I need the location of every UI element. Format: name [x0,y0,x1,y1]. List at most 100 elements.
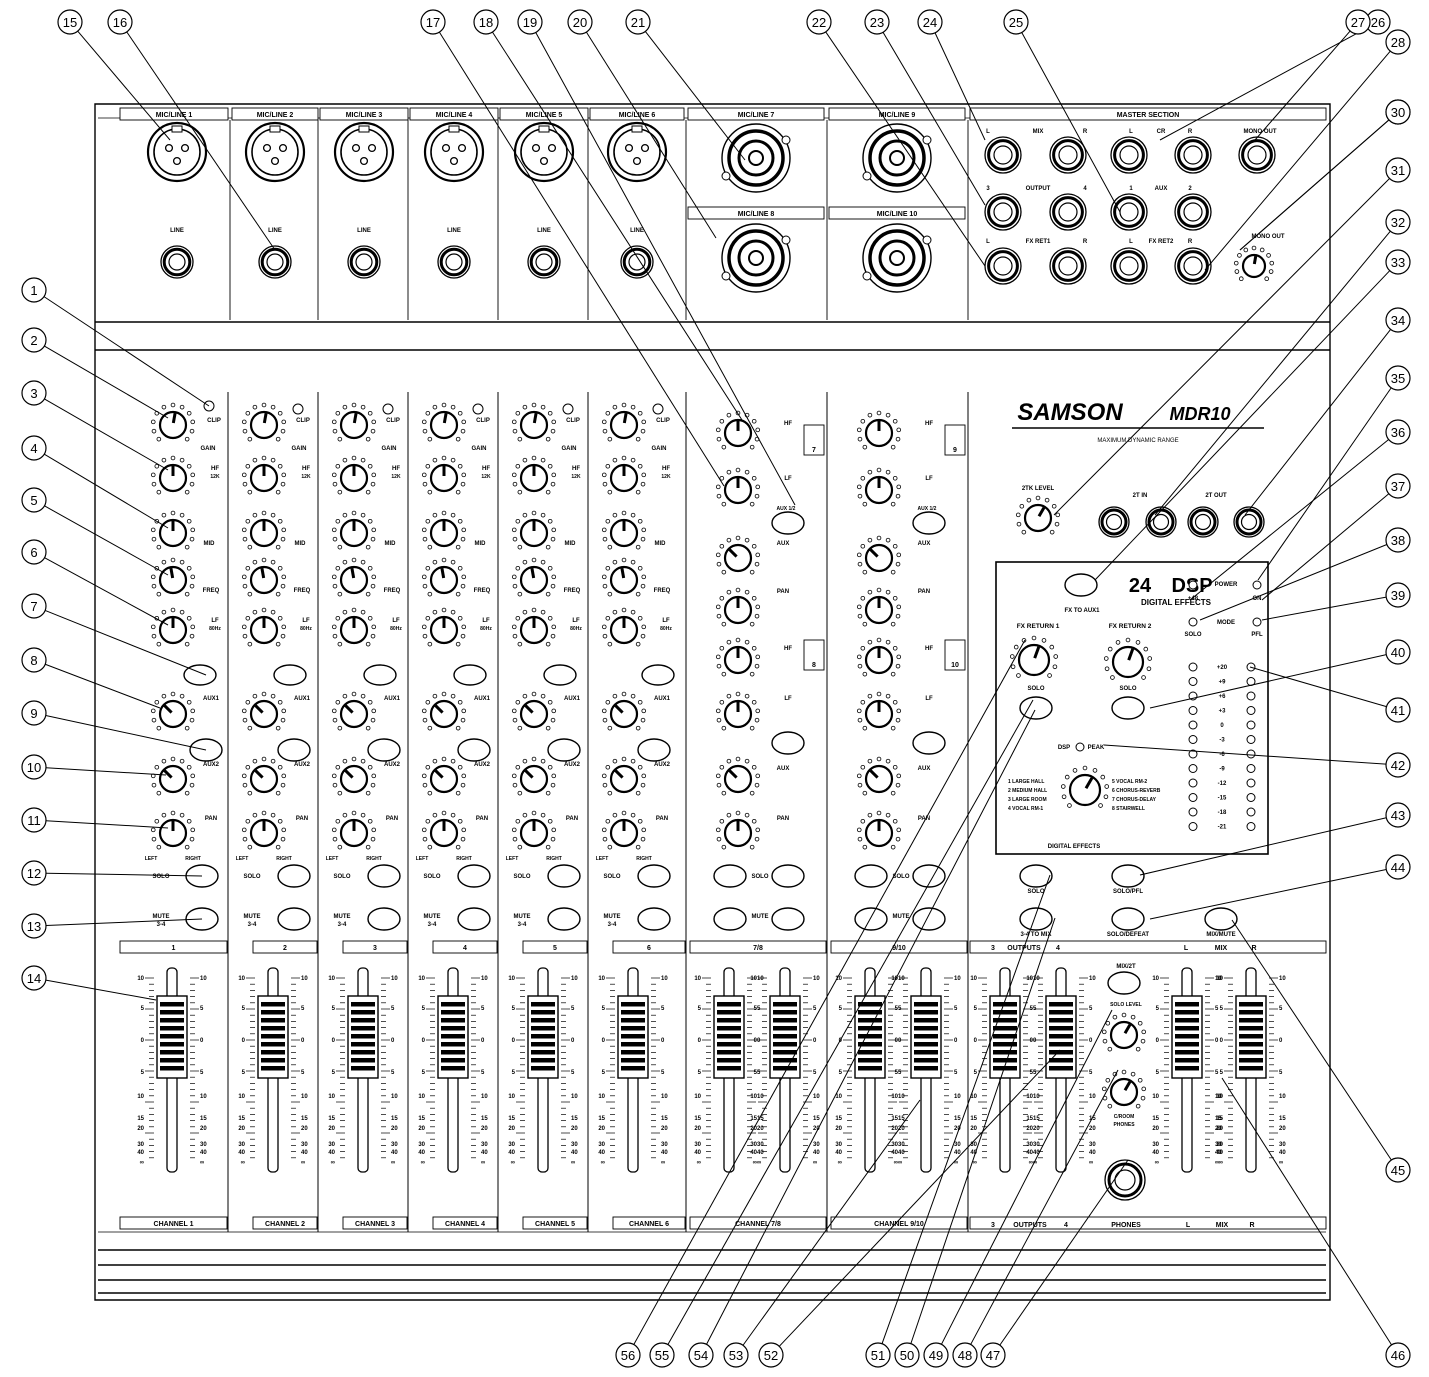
mid-eq-knob[interactable] [331,510,377,550]
hf-eq-knob[interactable] [150,455,196,495]
croom-phones-knob[interactable] [1101,1069,1147,1109]
control-room-l-jack[interactable] [1110,136,1148,174]
aux2-knob[interactable] [511,756,557,796]
aux1-knob[interactable] [331,691,377,731]
pan-knob[interactable] [421,810,467,850]
aux2-knob[interactable] [150,756,196,796]
hf-eq-knob-b[interactable] [856,637,902,677]
level-2tk-knob[interactable] [1015,495,1061,535]
aux12-button-b[interactable] [912,731,946,755]
mid-freq-knob[interactable] [511,557,557,597]
2t-out-r-jack[interactable] [1233,506,1265,538]
hf-eq-knob[interactable] [331,455,377,495]
3-4-to-mix-button[interactable] [1019,907,1053,931]
line-input-1[interactable] [160,245,194,279]
fx-return1-l-jack[interactable] [984,247,1022,285]
solo-button-b[interactable] [771,864,805,888]
mid-eq-knob[interactable] [241,510,287,550]
solo-button[interactable] [637,864,671,888]
mix-mute-button[interactable] [1204,907,1238,931]
combo-input-top-0[interactable] [721,123,791,193]
mix-2t-button[interactable] [1107,971,1141,995]
lf-eq-knob[interactable] [241,607,287,647]
eq-button[interactable] [363,664,397,686]
mid-freq-knob[interactable] [241,557,287,597]
aux1-knob[interactable] [511,691,557,731]
lf-eq-knob[interactable] [715,467,761,507]
2t-in-l-jack[interactable] [1098,506,1130,538]
hf-eq-knob[interactable] [241,455,287,495]
mid-freq-knob[interactable] [150,557,196,597]
combo-input-bottom-0[interactable] [721,223,791,293]
aux1-knob[interactable] [150,691,196,731]
fx-return2-r-jack[interactable] [1174,247,1212,285]
aux-send-2-jack[interactable] [1174,193,1212,231]
line-input-5[interactable] [527,245,561,279]
aux-knob[interactable] [715,535,761,575]
solo-button[interactable] [457,864,491,888]
hf-eq-knob[interactable] [715,410,761,450]
aux-send-1-jack[interactable] [1110,193,1148,231]
aux12-button[interactable] [771,511,805,535]
pan-knob[interactable] [511,810,557,850]
solo-pfl-button[interactable] [1111,864,1145,888]
mid-eq-knob[interactable] [150,510,196,550]
mute-button-b[interactable] [771,907,805,931]
pan-knob[interactable] [150,810,196,850]
gain-knob[interactable] [150,402,196,442]
output-3-jack[interactable] [984,193,1022,231]
pan-knob-b[interactable] [856,810,902,850]
pan-knob[interactable] [331,810,377,850]
hf-eq-knob[interactable] [856,410,902,450]
combo-input-bottom-1[interactable] [862,223,932,293]
mute-button-a[interactable] [713,907,747,931]
fx-return2-solo-button[interactable] [1111,696,1145,720]
pre-post-button[interactable] [637,738,671,762]
gain-knob[interactable] [511,402,557,442]
mix-out-r-jack[interactable] [1049,136,1087,174]
solo-button[interactable] [547,864,581,888]
lf-eq-knob[interactable] [601,607,647,647]
eq-button[interactable] [273,664,307,686]
hf-eq-knob-b[interactable] [715,637,761,677]
hf-eq-knob[interactable] [601,455,647,495]
pre-post-button[interactable] [367,738,401,762]
lf-eq-knob[interactable] [511,607,557,647]
line-input-3[interactable] [347,245,381,279]
mute-button[interactable] [277,907,311,931]
phones-jack[interactable] [1104,1159,1146,1201]
xlr-input-2[interactable] [244,121,306,183]
pan-knob[interactable] [715,587,761,627]
aux2-knob[interactable] [331,756,377,796]
pre-post-button[interactable] [547,738,581,762]
xlr-input-4[interactable] [423,121,485,183]
aux2-knob[interactable] [421,756,467,796]
xlr-input-5[interactable] [513,121,575,183]
solo-button-a[interactable] [713,864,747,888]
solo-level-knob[interactable] [1101,1012,1147,1052]
eq-button[interactable] [543,664,577,686]
control-room-r-jack[interactable] [1174,136,1212,174]
fx-return1-solo-button[interactable] [1019,696,1053,720]
line-input-4[interactable] [437,245,471,279]
pan-knob[interactable] [856,587,902,627]
solo-button-a[interactable] [854,864,888,888]
solo-defeat-button[interactable] [1111,907,1145,931]
mid-freq-knob[interactable] [421,557,467,597]
hf-eq-knob[interactable] [421,455,467,495]
fx-return1-knob[interactable] [1009,635,1059,678]
pre-post-button[interactable] [457,738,491,762]
solo-button[interactable] [367,864,401,888]
aux-knob-b[interactable] [856,756,902,796]
lf-eq-knob[interactable] [421,607,467,647]
mid-freq-knob[interactable] [601,557,647,597]
mute-button-a[interactable] [854,907,888,931]
lf-eq-knob[interactable] [331,607,377,647]
2t-out-l-jack[interactable] [1187,506,1219,538]
